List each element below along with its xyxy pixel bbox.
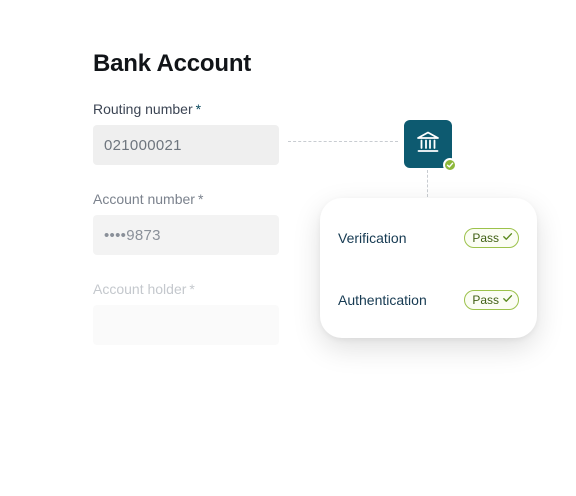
account-holder-label: Account holder* xyxy=(93,281,195,297)
bank-icon xyxy=(415,129,441,160)
check-row-authentication: Authentication Pass xyxy=(338,289,519,311)
account-holder-label-text: Account holder xyxy=(93,281,187,297)
connector-line-vertical xyxy=(427,170,428,197)
required-mark: * xyxy=(189,281,195,297)
status-text: Pass xyxy=(472,231,499,245)
account-holder-field[interactable] xyxy=(93,305,279,345)
required-mark: * xyxy=(197,191,204,207)
check-icon xyxy=(502,231,513,245)
status-badge: Pass xyxy=(464,290,519,310)
verified-status-dot xyxy=(443,158,457,172)
account-number-value: ••••9873 xyxy=(104,226,161,244)
check-label: Verification xyxy=(338,230,407,246)
routing-number-value: 021000021 xyxy=(104,136,182,154)
account-number-label: Account number* xyxy=(93,191,203,207)
routing-number-label: Routing number* xyxy=(93,101,201,117)
account-number-label-text: Account number xyxy=(93,191,195,207)
routing-number-label-text: Routing number xyxy=(93,101,193,117)
connector-line-horizontal xyxy=(288,141,398,142)
check-row-verification: Verification Pass xyxy=(338,227,519,249)
routing-number-field[interactable]: 021000021 xyxy=(93,125,279,165)
check-icon xyxy=(446,156,454,174)
required-mark: * xyxy=(195,101,202,117)
status-text: Pass xyxy=(472,293,499,307)
page-title: Bank Account xyxy=(93,50,252,77)
check-icon xyxy=(502,293,513,307)
check-label: Authentication xyxy=(338,292,427,308)
checks-card: Verification Pass Authentication Pass xyxy=(320,198,537,338)
account-number-field[interactable]: ••••9873 xyxy=(93,215,279,255)
status-badge: Pass xyxy=(464,228,519,248)
bank-badge xyxy=(404,120,452,168)
